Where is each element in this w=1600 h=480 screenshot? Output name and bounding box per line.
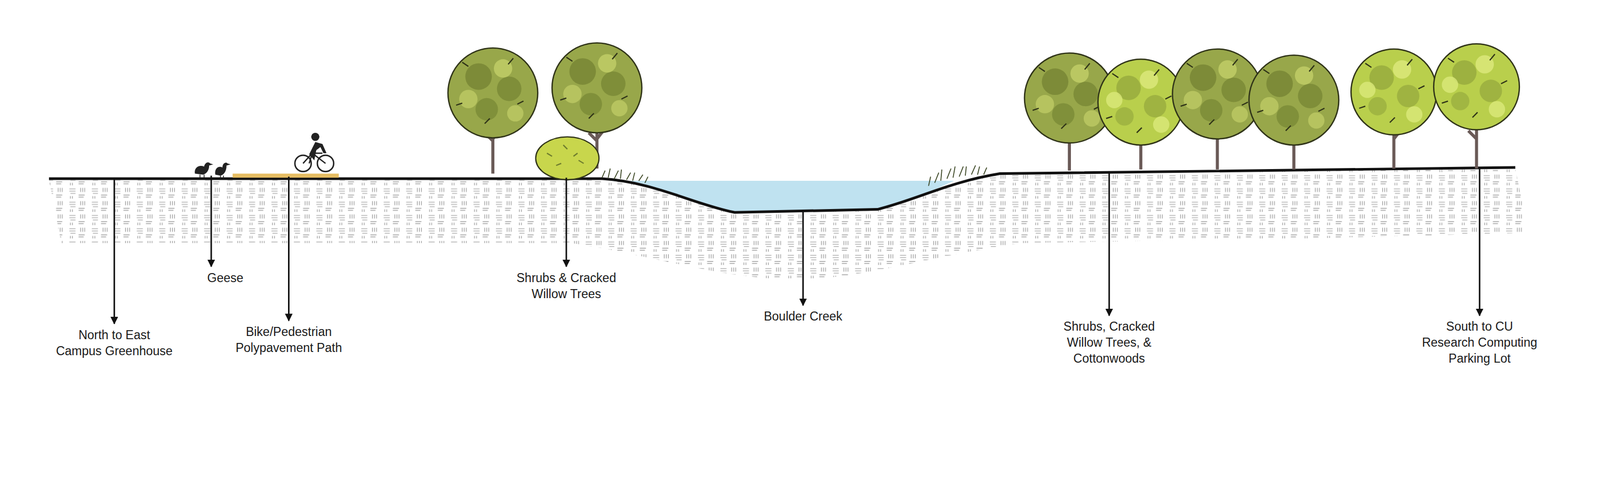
section-label: Bike/Pedestrian Polypavement Path (234, 323, 343, 356)
section-label: Shrubs, Cracked Willow Trees, & Cottonwo… (1062, 318, 1157, 367)
section-label: Geese (207, 269, 216, 286)
section-label: Boulder Creek (762, 308, 844, 325)
section-label: South to CU Research Computing Parking L… (1420, 318, 1539, 367)
section-label: North to East Campus Greenhouse (54, 326, 174, 359)
section-label: Shrubs & Cracked Willow Trees (515, 269, 618, 302)
